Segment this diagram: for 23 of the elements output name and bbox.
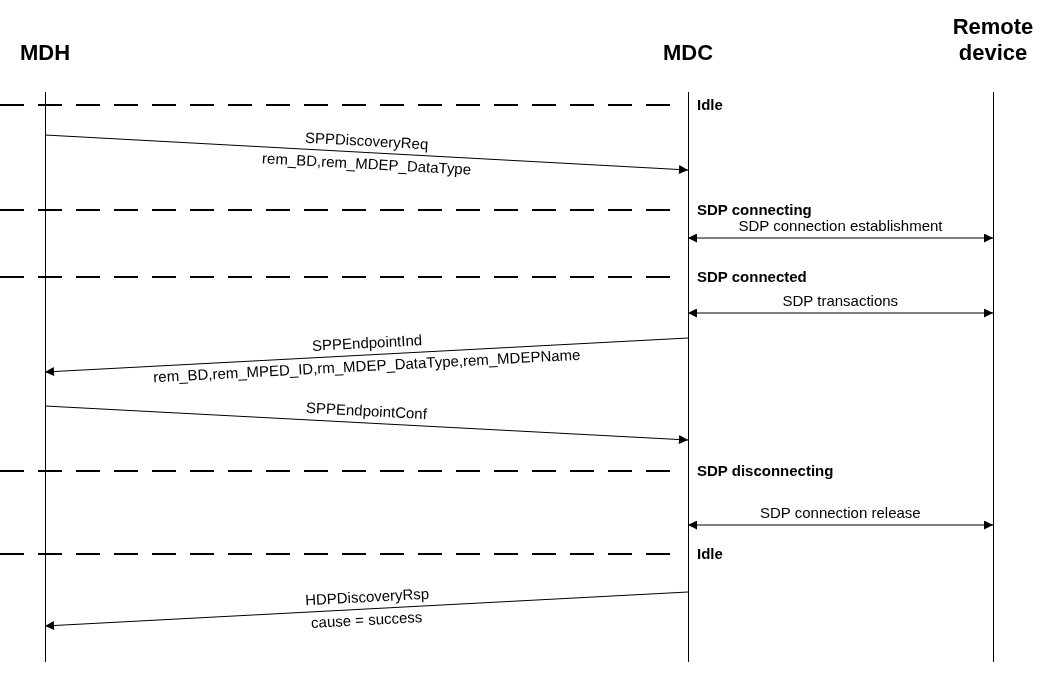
state-label: Idle bbox=[697, 96, 723, 113]
participant-label: MDH bbox=[18, 40, 72, 66]
participant-label: Remote device bbox=[951, 14, 1035, 66]
parameter-label: cause = success bbox=[310, 608, 423, 631]
message-label: SPPDiscoveryReq bbox=[304, 128, 429, 152]
message-arrow bbox=[44, 337, 689, 376]
state-label: SDP connected bbox=[697, 268, 807, 285]
message-label: SDP connection release bbox=[760, 504, 921, 521]
message-label: SPPEndpointConf bbox=[305, 398, 428, 423]
message-arrow bbox=[687, 520, 994, 530]
message-arrow bbox=[44, 405, 689, 444]
state-label: SDP disconnecting bbox=[697, 462, 834, 479]
state-label: SDP connecting bbox=[697, 201, 812, 218]
message-arrow bbox=[687, 233, 994, 243]
message-label: SPPEndpointInd bbox=[311, 331, 422, 354]
message-label: SDP transactions bbox=[782, 292, 899, 309]
participant-label: MDC bbox=[661, 40, 715, 66]
message-arrow bbox=[44, 134, 689, 174]
message-label: SDP connection establishment bbox=[738, 217, 943, 234]
message-arrow bbox=[687, 308, 994, 318]
message-arrow bbox=[44, 591, 689, 630]
message-label: HDPDiscoveryRsp bbox=[304, 584, 430, 609]
state-label: Idle bbox=[697, 545, 723, 562]
